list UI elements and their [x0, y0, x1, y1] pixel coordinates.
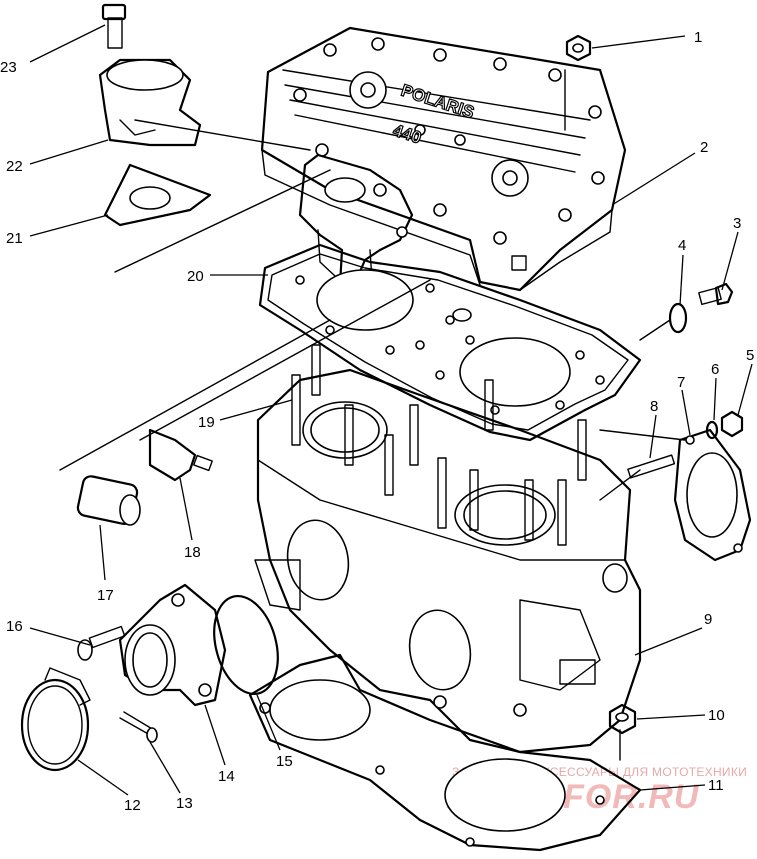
exhaust-nut [720, 410, 744, 438]
callout-8: 8 [650, 398, 658, 415]
callout-14: 14 [218, 768, 235, 785]
base-nut [608, 703, 637, 735]
callout-12: 12 [124, 797, 141, 814]
head-brand-text: POLARIS [399, 81, 477, 122]
water-plug [76, 475, 141, 526]
callout-18: 18 [184, 544, 201, 561]
cover-washer [668, 302, 688, 334]
cover-bolt [698, 282, 734, 306]
callout-10: 10 [708, 707, 725, 724]
intake-o-ring [213, 594, 279, 696]
exhaust-stud [627, 454, 676, 479]
callout-17: 17 [97, 587, 114, 604]
callout-9: 9 [704, 611, 712, 628]
intake-adapter [118, 583, 227, 707]
clamp-screw [119, 711, 158, 743]
outlet-bolt [101, 3, 127, 49]
callout-1: 1 [694, 29, 702, 46]
cylinder-block [254, 344, 642, 754]
callout-22: 22 [6, 158, 23, 175]
callout-20: 20 [187, 268, 204, 285]
callout-labels: 1 2 3 4 5 6 7 8 9 10 11 12 13 14 15 16 1… [0, 29, 754, 814]
callout-2: 2 [700, 139, 708, 156]
head-gasket [258, 243, 642, 442]
callout-5: 5 [746, 347, 754, 364]
callout-23: 23 [0, 59, 17, 76]
hose-clamp [20, 667, 91, 772]
callout-7: 7 [677, 374, 685, 391]
alignment-lines [59, 69, 686, 761]
callout-21: 21 [6, 230, 23, 247]
callout-6: 6 [711, 361, 719, 378]
callout-15: 15 [276, 753, 293, 770]
cylinder-head-cover: POLARIS 440 [260, 26, 627, 292]
exhaust-washer [705, 420, 719, 440]
base-gasket [248, 653, 642, 852]
water-outlet-gasket [103, 163, 212, 227]
cap-nut [565, 34, 592, 62]
leader-lines [29, 24, 753, 796]
callout-11: 11 [708, 777, 724, 794]
callout-13: 13 [176, 795, 193, 812]
temperature-sensor [148, 428, 213, 482]
exhaust-gasket [673, 428, 752, 562]
callout-4: 4 [678, 237, 686, 254]
callout-19: 19 [198, 414, 215, 431]
water-outlet-elbow [98, 58, 202, 147]
callout-3: 3 [733, 215, 741, 232]
callout-16: 16 [6, 618, 23, 635]
